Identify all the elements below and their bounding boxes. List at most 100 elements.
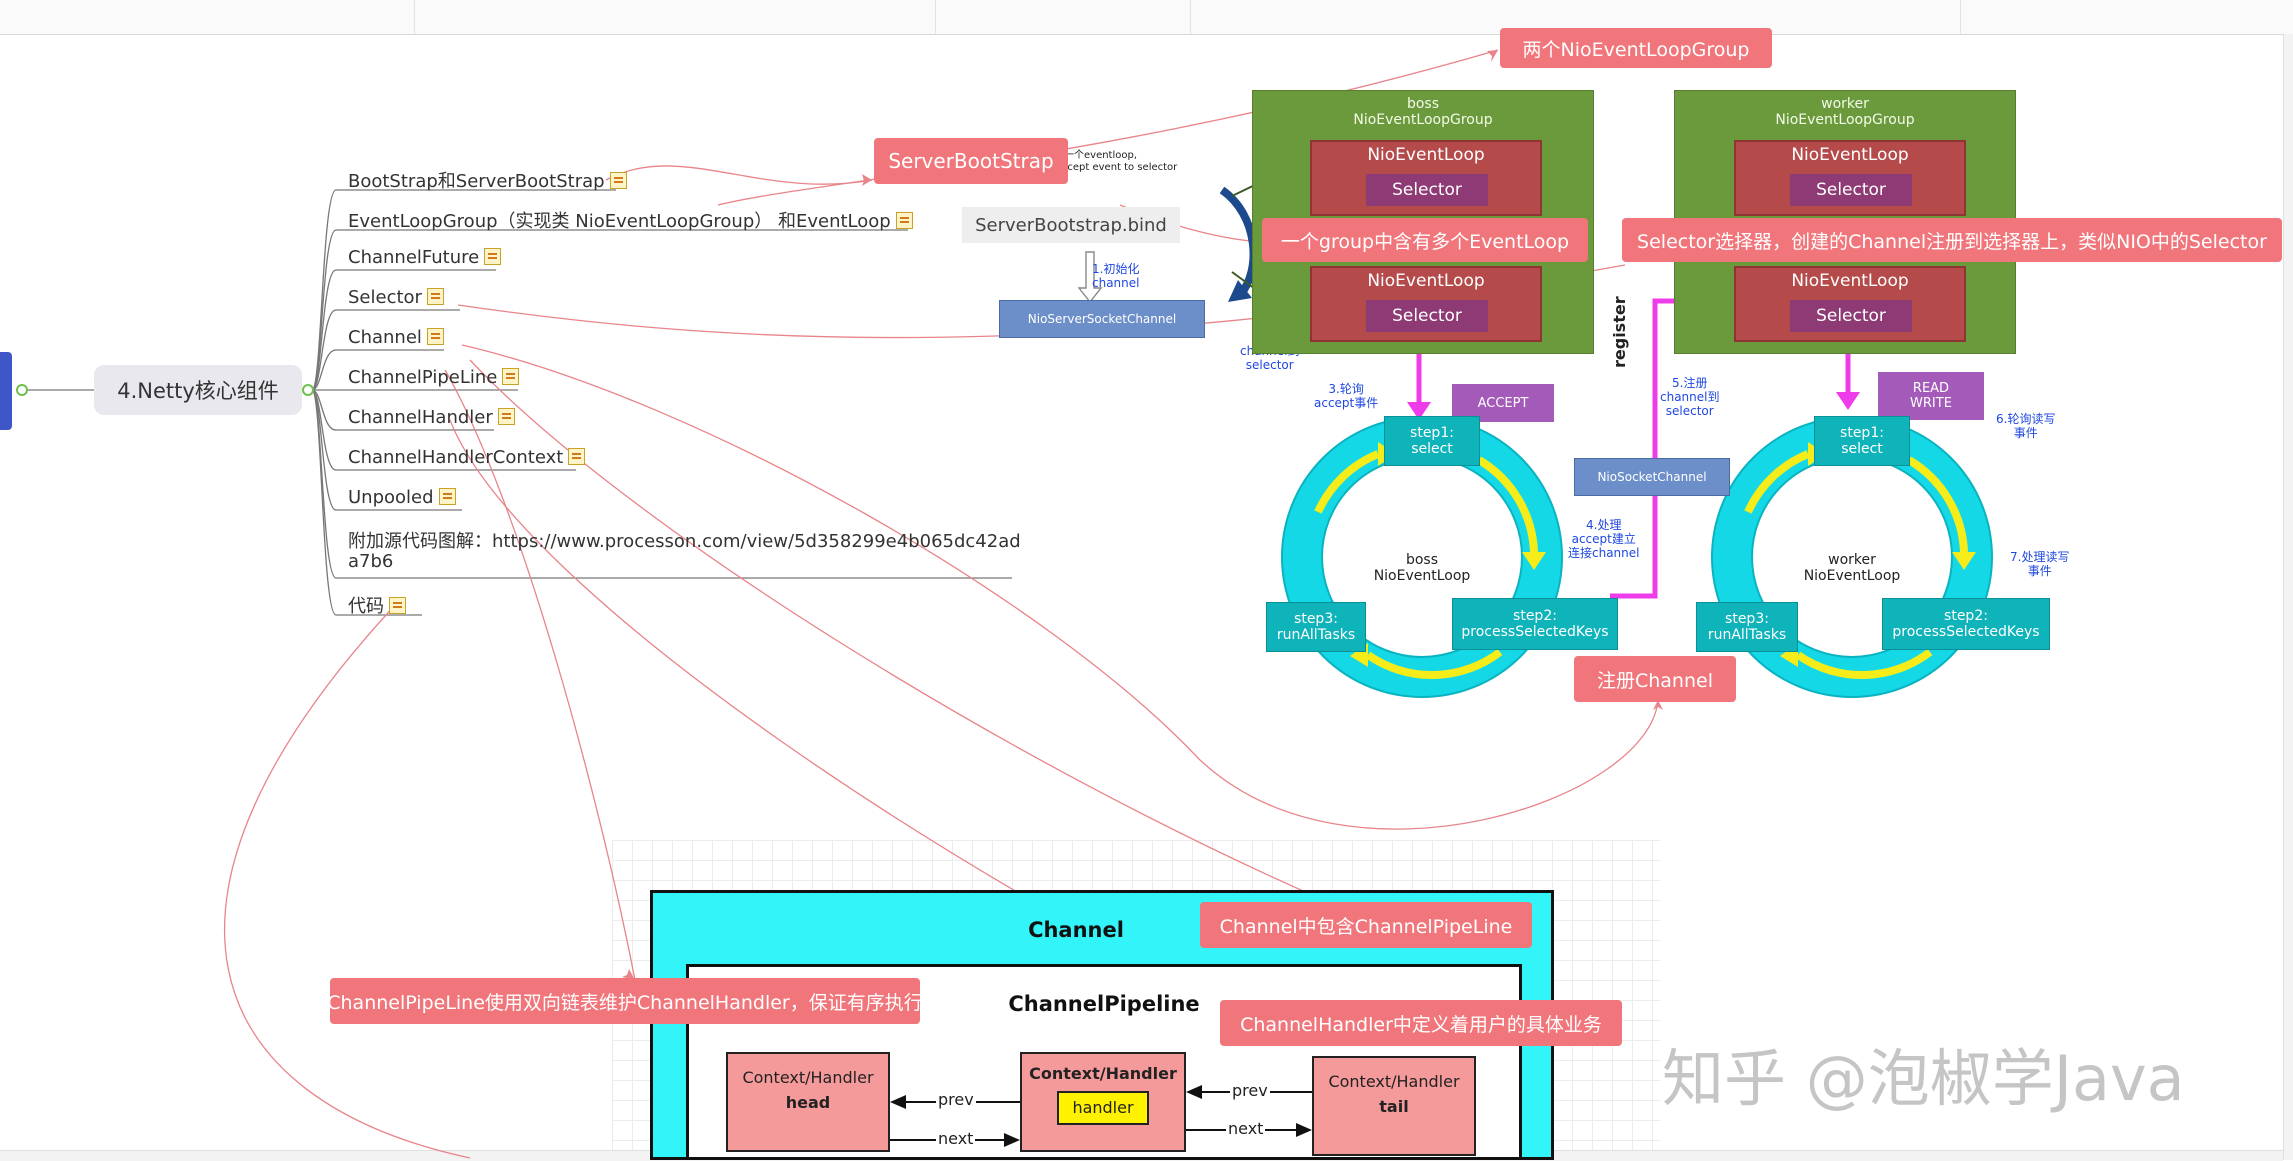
boss-step1: step1:select <box>1384 416 1480 466</box>
callout-text: ChannelHandler中定义着用户的具体业务 <box>1240 1013 1602 1036</box>
callout-channel-pipeline[interactable]: Channel中包含ChannelPipeLine <box>1200 902 1532 948</box>
parent-node-edge[interactable] <box>0 352 12 430</box>
handler-label: handler <box>1072 1098 1134 1117</box>
collapse-toggle[interactable] <box>16 384 28 396</box>
note-icon[interactable] <box>502 368 520 385</box>
arrow-label: next <box>938 1129 974 1148</box>
context-name: head <box>785 1093 831 1112</box>
note-icon[interactable] <box>895 212 913 229</box>
bootstrap-note-line: register accept event to selector <box>1014 162 1178 173</box>
box-label: WRITE <box>1910 396 1952 411</box>
box-label: NioServerSocketChannel <box>1027 312 1177 326</box>
note-icon[interactable] <box>389 597 406 614</box>
branch-channel[interactable]: Channel <box>348 327 444 348</box>
branch-eventloopgroup[interactable]: EventLoopGroup（实现类 NioEventLoopGroup） 和E… <box>348 207 913 233</box>
top-toolbar <box>0 0 2293 35</box>
label-line: 1.初始化 <box>1092 262 1140 276</box>
nio-socket-channel: NioSocketChannel <box>1574 458 1730 496</box>
branch-channelhandler[interactable]: ChannelHandler <box>348 407 515 428</box>
branch-channelfuture[interactable]: ChannelFuture <box>348 247 502 268</box>
label-line: 3.轮询 <box>1328 382 1364 396</box>
branch-unpooled[interactable]: Unpooled <box>348 487 456 508</box>
label-line: selector <box>1245 358 1294 372</box>
branch-label: Channel <box>348 327 422 348</box>
step-label: step2: <box>1944 608 1988 624</box>
central-topic[interactable]: 4.Netty核心组件 <box>94 365 302 415</box>
branch-label: a7b6 <box>348 551 394 572</box>
step-label: step3: <box>1294 611 1338 627</box>
branch-code[interactable]: 代码 <box>348 592 406 618</box>
label-line: 5.注册 <box>1672 376 1708 390</box>
context-label: Context/Handler <box>1328 1072 1460 1091</box>
step-label: runAllTasks <box>1707 627 1787 643</box>
step-label: processSelectedKeys <box>1461 624 1609 640</box>
branch-bootstrap[interactable]: BootStrap和ServerBootStrap <box>348 167 627 193</box>
channel-title: Channel <box>650 918 1502 942</box>
title-text: ChannelPipeline <box>1008 992 1200 1016</box>
callout-two-groups[interactable]: 两个NioEventLoopGroup <box>1500 28 1772 68</box>
boss-step2: step2:processSelectedKeys <box>1452 598 1618 650</box>
branch-label: ChannelPipeLine <box>348 367 498 388</box>
callout-text: Channel中包含ChannelPipeLine <box>1219 915 1513 938</box>
step6-note: 6.轮询读写事件 <box>1996 412 2055 440</box>
watermark: 知乎 @泡椒学Java <box>1662 1028 2185 1118</box>
worker-step2: step2:processSelectedKeys <box>1882 598 2050 650</box>
title-text: Channel <box>1028 918 1124 942</box>
step-label: processSelectedKeys <box>1892 624 2040 640</box>
note-icon[interactable] <box>438 488 456 505</box>
collapse-toggle[interactable] <box>302 384 314 396</box>
selector-label: Selector <box>1392 180 1462 200</box>
label-line: 连接channel <box>1568 546 1640 560</box>
group-title: NioEventLoopGroup <box>1775 112 1915 128</box>
prev-label: prev <box>936 1090 976 1109</box>
label-line: selector <box>1665 404 1714 418</box>
branch-source-link[interactable]: 附加源代码图解：https://www.processon.com/view/5… <box>348 527 1021 553</box>
context-name: tail <box>1379 1097 1409 1116</box>
boss-step3: step3:runAllTasks <box>1266 602 1366 652</box>
callout-handler-business[interactable]: ChannelHandler中定义着用户的具体业务 <box>1220 1000 1622 1046</box>
selector-label: Selector <box>1816 180 1886 200</box>
event-loop-label: NioEventLoop <box>1367 271 1485 291</box>
callout-selector[interactable]: Selector选择器，创建的Channel注册到选择器上，类似NIO中的Sel… <box>1622 218 2282 262</box>
callout-group-many[interactable]: 一个group中含有多个EventLoop <box>1262 218 1588 262</box>
note-icon[interactable] <box>568 448 586 465</box>
note-icon[interactable] <box>484 248 502 265</box>
bootstrap-bind-label: ServerBootstrap.bind <box>975 214 1167 236</box>
step7-note: 7.处理读写事件 <box>2010 550 2069 578</box>
branch-channelhandlercontext[interactable]: ChannelHandlerContext <box>348 447 586 468</box>
note-icon[interactable] <box>426 328 444 345</box>
bootstrap-note: 按顺序选择一个eventloop, register accept event … <box>1014 150 1177 174</box>
branch-label: Unpooled <box>348 487 434 508</box>
note-icon[interactable] <box>497 408 515 425</box>
handler-context: Context/Handler handler <box>1020 1052 1186 1152</box>
callout-server-bootstrap[interactable]: ServerBootStrap <box>874 138 1068 184</box>
head-context: Context/Handler head <box>726 1052 890 1152</box>
event-loop-label: NioEventLoop <box>1791 271 1909 291</box>
step-label: step1: <box>1840 425 1884 441</box>
branch-label: ChannelFuture <box>348 247 480 268</box>
callout-register-channel[interactable]: 注册Channel <box>1574 656 1736 702</box>
step-label: step1: <box>1410 425 1454 441</box>
branch-channelpipeline[interactable]: ChannelPipeLine <box>348 367 520 388</box>
note-icon[interactable] <box>426 288 444 305</box>
note-icon[interactable] <box>609 172 627 189</box>
branch-label: 附加源代码图解：https://www.processon.com/view/5… <box>348 531 1021 552</box>
toolbar-divider <box>935 0 936 34</box>
boss-selector: Selector <box>1366 300 1488 332</box>
event-loop-label: NioEventLoop <box>1367 145 1485 165</box>
vertical-scrollbar[interactable] <box>2283 34 2293 1160</box>
branch-selector[interactable]: Selector <box>348 287 444 308</box>
callout-text: 注册Channel <box>1596 669 1713 692</box>
callout-pipeline-list[interactable]: ChannelPipeLine使用双向链表维护ChannelHandler，保证… <box>327 978 923 1024</box>
callout-text: ServerBootStrap <box>888 149 1054 173</box>
branch-source-link-cont[interactable]: a7b6 <box>348 551 393 572</box>
worker-step1: step1:select <box>1814 416 1910 466</box>
branch-label: Selector <box>348 287 422 308</box>
label-line: 事件 <box>2013 426 2038 440</box>
label-line: channel <box>1092 276 1140 290</box>
step-label: select <box>1411 441 1453 457</box>
